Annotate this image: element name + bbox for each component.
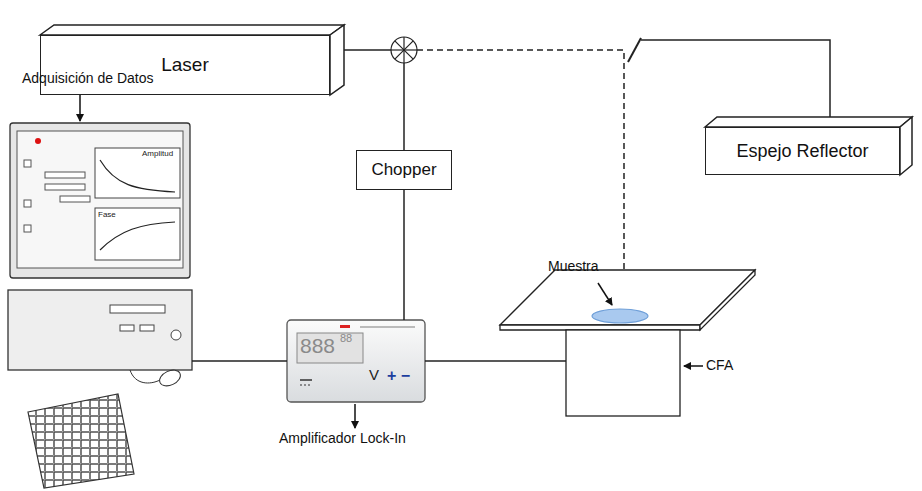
chopper-shaft <box>403 63 405 150</box>
callout-label: CFA <box>706 357 733 373</box>
mirror-mount <box>641 40 830 117</box>
box-label: Chopper <box>371 160 436 180</box>
mirror-box: Espejo Reflector <box>705 127 900 175</box>
laser-side-face <box>330 25 344 95</box>
computer <box>8 123 192 488</box>
computer-node: Adquisición de DatosAmplitudFase <box>8 123 192 370</box>
display-digits: 88 <box>340 332 352 345</box>
chopper-box: Chopper <box>356 150 452 190</box>
leader-line <box>598 283 612 305</box>
cfa-cell <box>500 270 755 416</box>
mirror-box-side <box>900 117 912 175</box>
box-label: Espejo Reflector <box>736 141 868 162</box>
mirror <box>628 38 641 62</box>
callout-label: Muestra <box>548 258 599 274</box>
leader-line <box>79 93 81 121</box>
laser-top-face <box>40 25 344 35</box>
signal-wire <box>192 360 287 362</box>
leader-line <box>684 365 703 367</box>
callout-label: Amplificador Lock-In <box>279 430 406 446</box>
unit-symbol: V <box>369 366 379 383</box>
chopper-wheel <box>391 37 417 63</box>
box-label: Laser <box>161 54 209 76</box>
graph-label: Amplitud <box>142 149 173 158</box>
mirror-box-top <box>705 117 912 127</box>
graph-label: Fase <box>98 210 116 219</box>
lock-in-amplifier <box>287 320 425 402</box>
cfa-node: CFAMuestra <box>566 330 680 416</box>
sample-node: Muestra <box>592 306 648 324</box>
lock-in-node: Amplificador Lock-In88888V+ − <box>287 320 425 402</box>
callout-label: Adquisición de Datos <box>22 70 154 86</box>
sign-buttons: + − <box>387 367 410 385</box>
sample-disc <box>592 309 648 323</box>
signal-wire <box>425 360 566 362</box>
laser-beam <box>344 49 391 51</box>
display-digits: 888 <box>300 334 335 358</box>
signal-wire <box>403 190 405 320</box>
leader-line <box>354 404 356 428</box>
